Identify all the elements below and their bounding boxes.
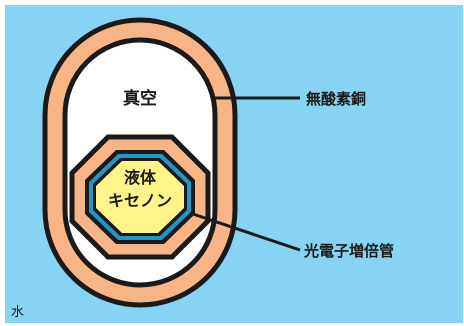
pmt-leader-line xyxy=(189,211,301,252)
pmt-label: 光電子増倍管 xyxy=(303,242,394,260)
copper-label: 無酸素銅 xyxy=(306,90,366,108)
water-label: 水 xyxy=(11,305,24,320)
xenon-label-line1: 液体 xyxy=(124,168,157,187)
vacuum-label: 真空 xyxy=(123,88,157,109)
xenon-label-line2: キセノン xyxy=(108,191,172,210)
liquid-xenon-core xyxy=(96,161,184,233)
